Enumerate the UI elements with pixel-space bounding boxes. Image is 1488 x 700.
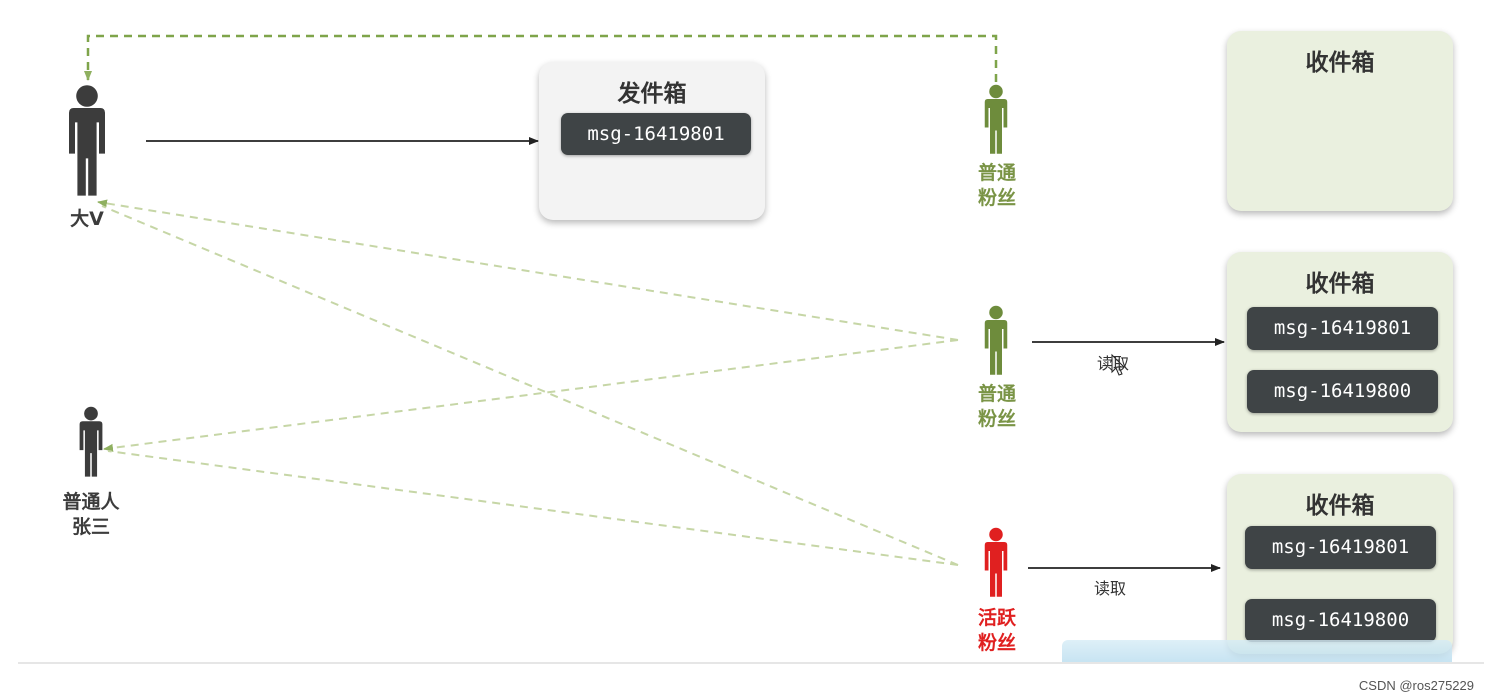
- fan-mid-label: 普通 粉丝: [962, 382, 1032, 432]
- inbox-2-message-1: msg-16419801: [1247, 307, 1438, 350]
- inbox-3-message-2: msg-16419800: [1245, 599, 1436, 642]
- zhangsan-label-line2: 张三: [71, 516, 110, 538]
- bottom-divider: [18, 662, 1484, 664]
- background-water-strip: [1062, 640, 1452, 662]
- person-icon-bigv: [69, 85, 105, 196]
- person-icon-zhangsan: [79, 406, 103, 477]
- inbox-1: 收件箱: [1227, 31, 1453, 211]
- inbox-2-title: 收件箱: [1305, 271, 1375, 297]
- person-icon-fan-top: [984, 84, 1008, 154]
- fan-active-label: 活跃 粉丝: [962, 606, 1032, 656]
- cursor-icon: [1111, 353, 1126, 376]
- outbox: 发件箱 msg-16419801: [539, 62, 765, 220]
- fan-top-label-line1: 普通: [977, 162, 1016, 184]
- bigv-label: 大V: [70, 208, 104, 230]
- person-icon-fan-active: [984, 527, 1008, 597]
- dashed-fan-mid-to-bigv: [97, 199, 959, 341]
- fan-mid-label-line2: 粉丝: [977, 408, 1016, 430]
- read-label-mid: 读取: [1097, 354, 1130, 373]
- inbox-2-message-2: msg-16419800: [1247, 370, 1438, 413]
- watermark-footer: CSDN @ros275229: [1358, 678, 1474, 693]
- person-icon-fan-mid: [984, 305, 1008, 375]
- outbox-message: msg-16419801: [561, 113, 751, 155]
- inbox-3-title: 收件箱: [1305, 493, 1375, 519]
- dashed-fan-active-to-zhangsan: [107, 450, 959, 566]
- inbox-3: 收件箱 msg-16419801 msg-16419800: [1227, 474, 1453, 654]
- zhangsan-label-line1: 普通人: [62, 491, 120, 513]
- dashed-fan-mid-to-zhangsan: [103, 339, 959, 452]
- zhangsan-label: 普通人 张三: [46, 490, 136, 540]
- fan-top-label: 普通 粉丝: [962, 161, 1032, 211]
- fan-active-label-line2: 粉丝: [977, 632, 1016, 654]
- fan-mid-label-line1: 普通: [977, 383, 1016, 405]
- inbox-2: 收件箱 msg-16419801 msg-16419800: [1227, 252, 1453, 432]
- inbox-3-message-1: msg-16419801: [1245, 526, 1436, 569]
- read-label-active: 读取: [1094, 579, 1127, 598]
- dashed-fan-active-to-bigv: [101, 205, 959, 566]
- fan-active-label-line1: 活跃: [977, 607, 1016, 629]
- inbox-1-title: 收件箱: [1305, 50, 1375, 76]
- outbox-title: 发件箱: [617, 81, 687, 107]
- fan-top-label-line2: 粉丝: [977, 187, 1016, 209]
